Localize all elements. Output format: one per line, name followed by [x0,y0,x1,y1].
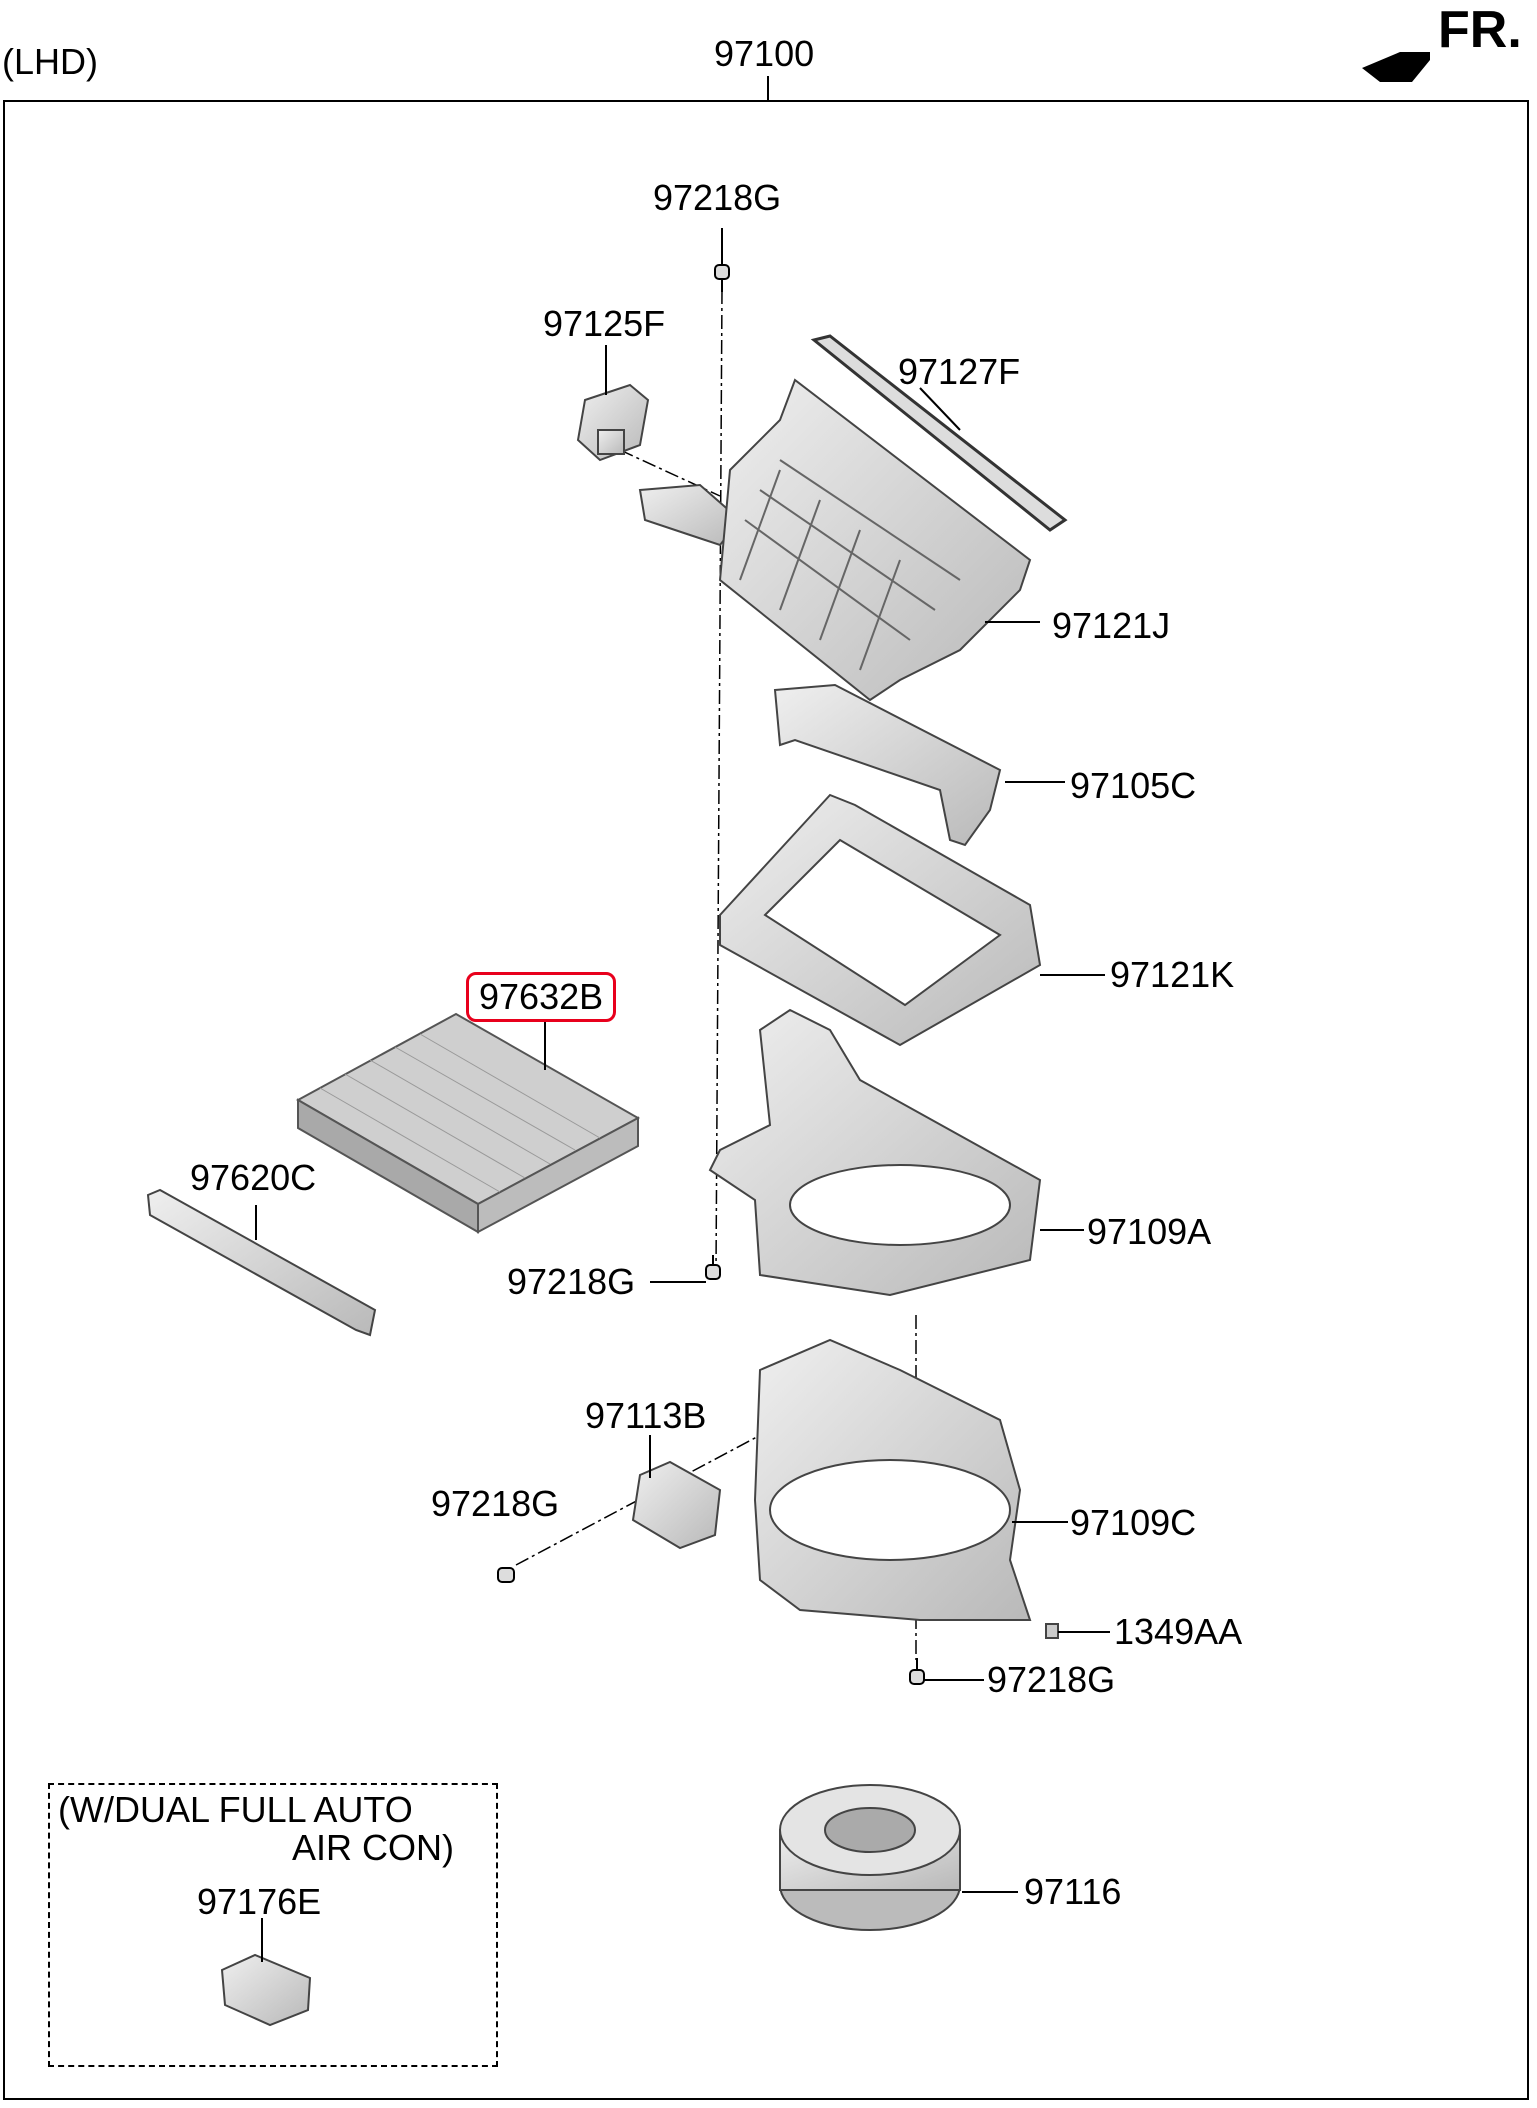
inset-caption-line2: AIR CON) [292,1827,454,1868]
part-label-97620c: 97620C [190,1157,317,1198]
screw-icon [497,264,925,1685]
lhd-label: (LHD) [2,41,98,82]
part-label-97116: 97116 [1024,1871,1122,1912]
cabin-filter-part [295,1012,641,1234]
resistor-part [631,1460,722,1550]
assembly-number: 97100 [714,33,815,74]
part-label-97218g: 97218G [653,177,782,218]
lower-case-part [753,1338,1032,1621]
part-label-97632b-highlighted[interactable]: 97632B [466,972,617,1022]
filter-cover-part [146,1188,377,1337]
front-direction-label: FR. [1438,1,1522,59]
option-inset-box [48,1783,498,2067]
part-label-97127f: 97127F [898,351,1021,392]
part-label-97176e: 97176E [197,1881,322,1922]
part-label-97125f: 97125F [543,303,666,344]
part-label-97113b: 97113B [585,1395,707,1436]
part-label-97109c: 97109C [1070,1502,1197,1543]
blower-motor-part [779,1784,961,1931]
part-label-97121k: 97121K [1110,954,1235,995]
auto-resistor-part [220,1953,312,2027]
clip-part [1045,1623,1059,1639]
frame-part [719,793,1042,1047]
intake-case-part [718,378,1032,702]
actuator-part [576,383,650,462]
part-label-97121j: 97121J [1052,605,1171,646]
part-label-97218g: 97218G [987,1659,1116,1700]
part-label-97218g: 97218G [431,1483,560,1524]
part-label-97109a: 97109A [1087,1211,1212,1252]
duct-part [773,683,1002,847]
upper-case-part [708,1008,1042,1297]
seal-part [810,334,1068,532]
part-label-97105c: 97105C [1070,765,1197,806]
diagram-frame [3,100,1529,2100]
part-label-97218g: 97218G [507,1261,636,1302]
bracket-part [638,483,742,547]
front-arrow-icon [1362,52,1430,82]
inset-caption-line1: (W/DUAL FULL AUTO [58,1789,413,1830]
part-label-1349aa: 1349AA [1114,1611,1243,1652]
